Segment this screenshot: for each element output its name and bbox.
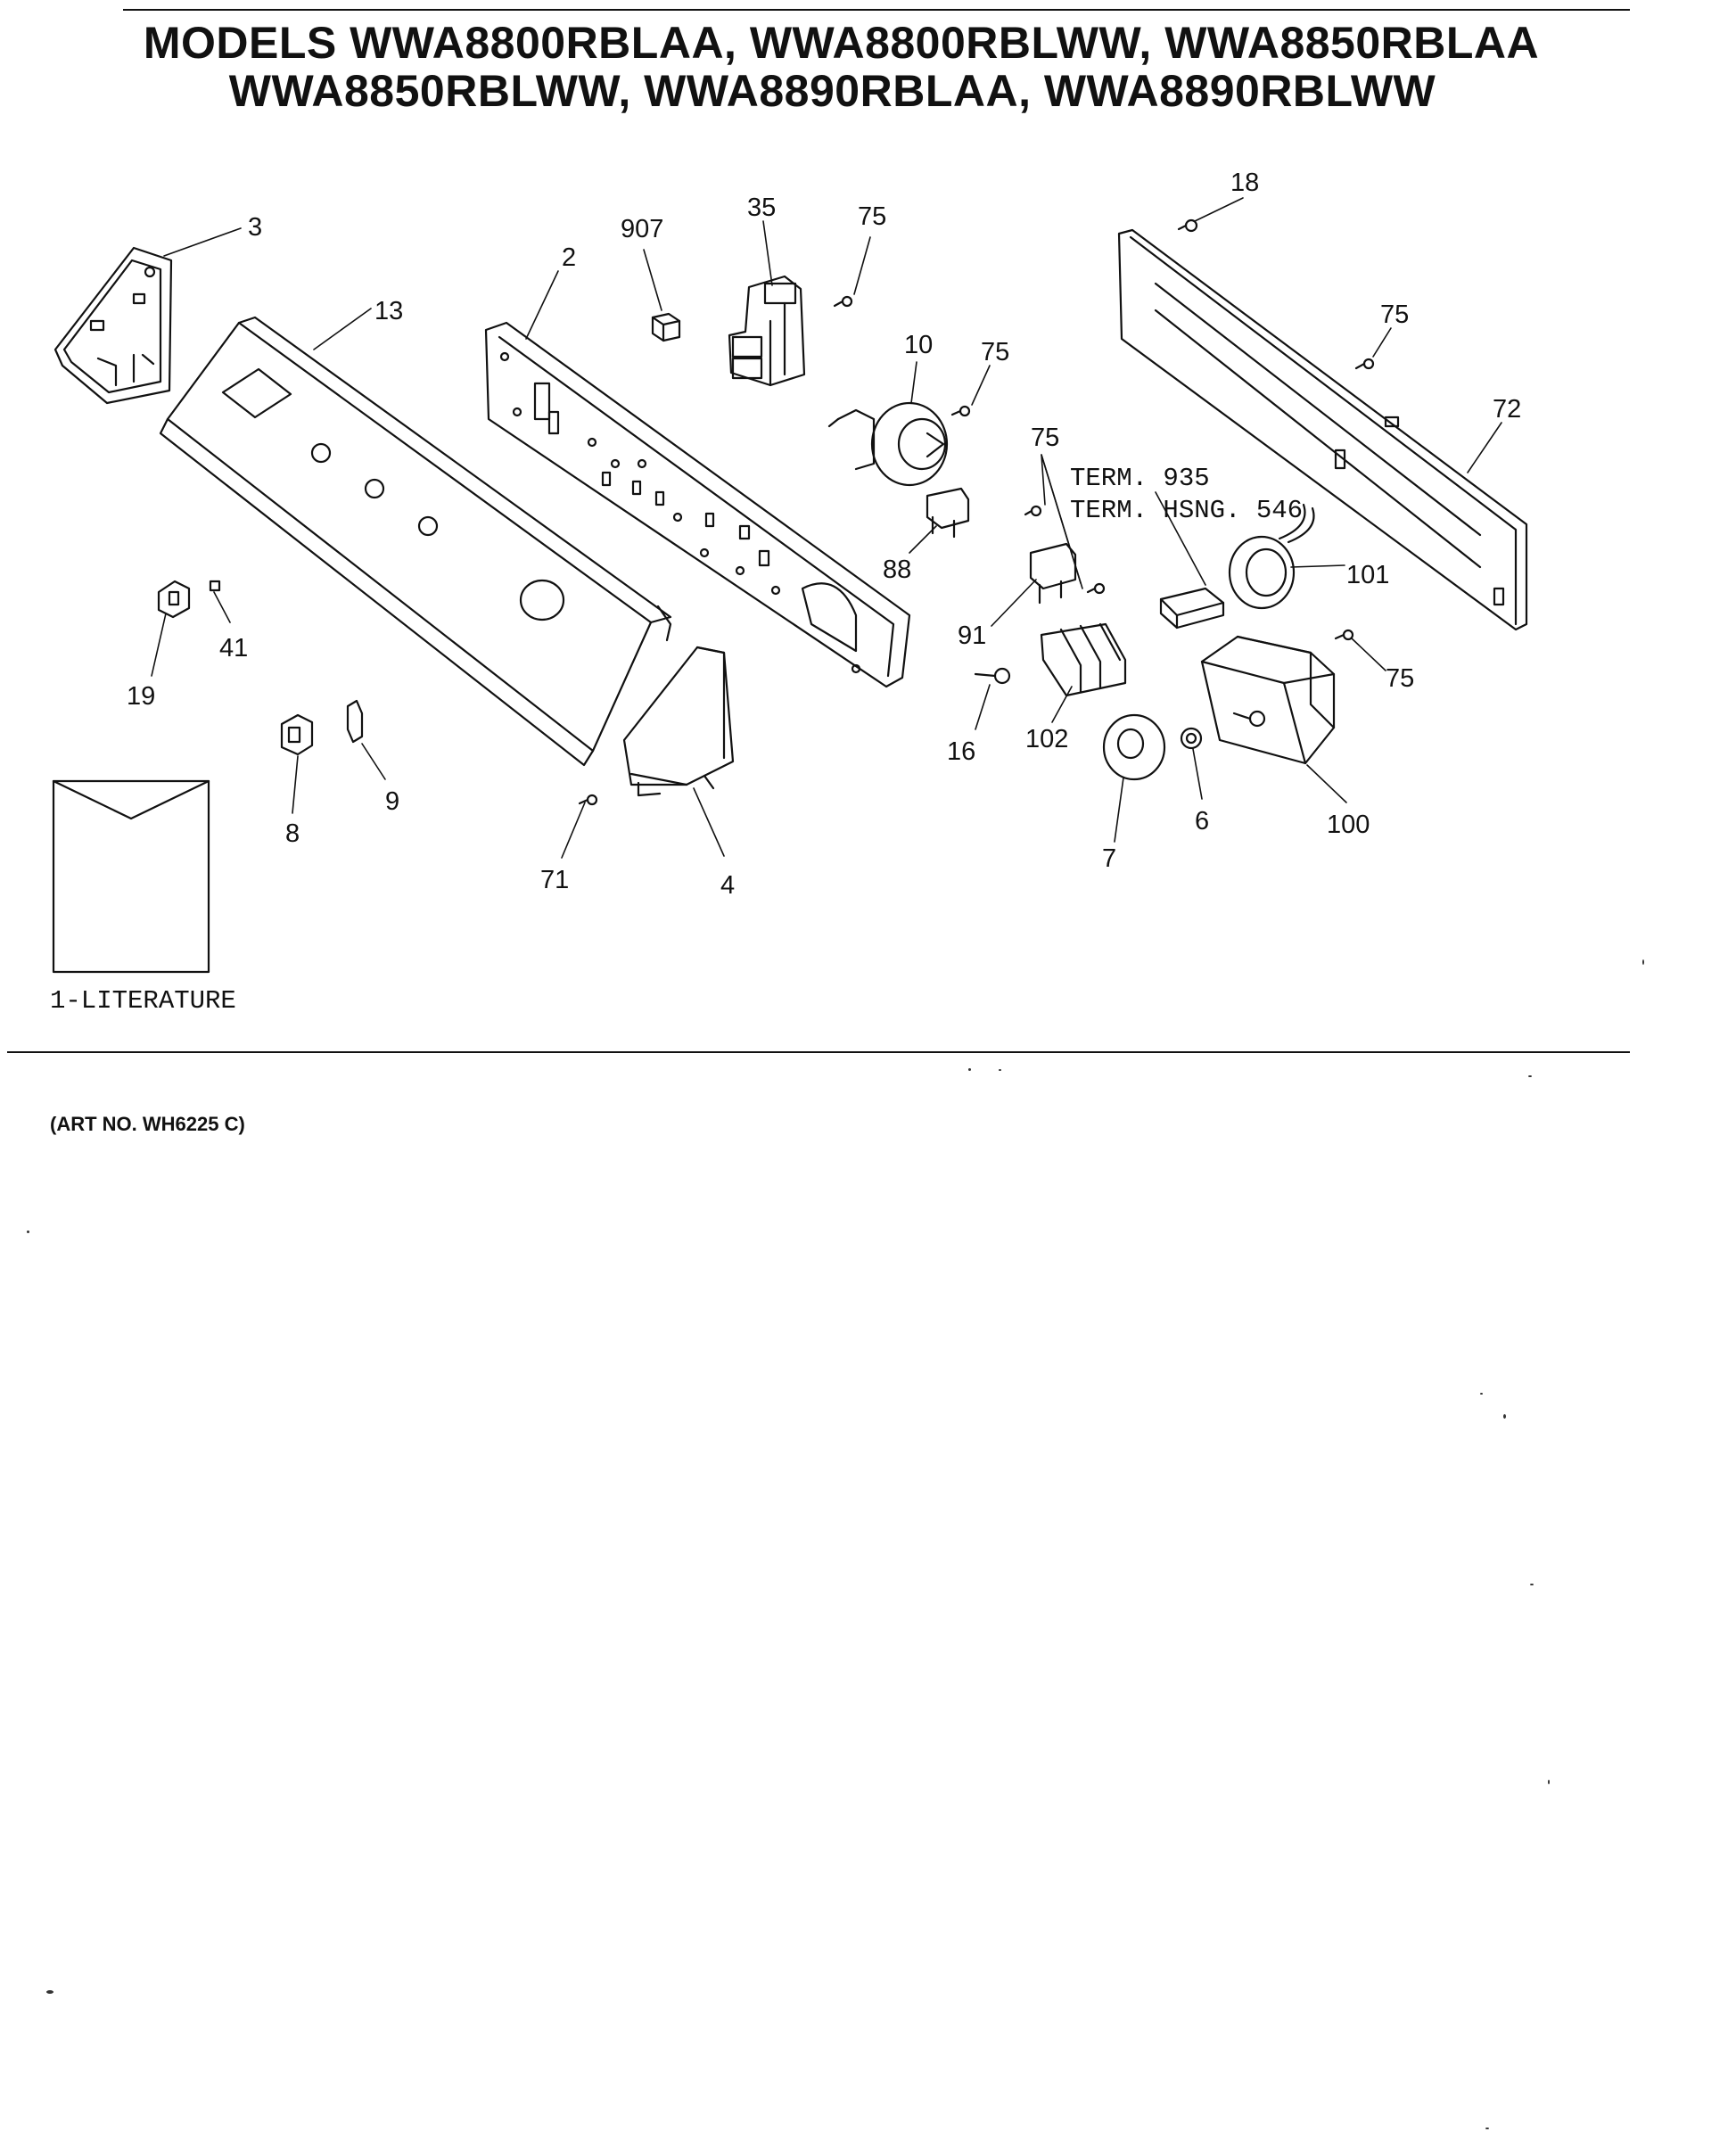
screw-75f [1334,629,1354,641]
part-100-timer [1200,635,1336,765]
part-6-nut [1180,727,1203,750]
part-8-bezel [280,713,314,756]
screw-75c [1354,358,1375,370]
callout-35: 35 [747,193,776,222]
callout-71: 71 [540,866,569,894]
scan-speck [1485,2128,1489,2129]
screw-18 [1177,218,1198,233]
title-line-2: WWA8850RBLWW, WWA8890RBLAA, WWA8890RBLWW [228,66,1436,116]
scan-speck [1528,1075,1532,1077]
part-35-switch-block [728,275,806,387]
part-2-backsplash-frame [484,321,911,688]
callout-75-c: 75 [1380,300,1409,329]
scan-speck [1530,1584,1534,1585]
label-term-hsng-546: TERM. HSNG. 546 [1070,496,1303,525]
scan-speck [1548,1780,1550,1784]
part-41-spring [209,580,221,592]
callout-88: 88 [883,556,911,584]
label-literature: 1-LITERATURE [50,986,236,1016]
part-72-rear-panel [1117,228,1528,631]
scan-speck [999,1069,1001,1071]
callout-6: 6 [1195,807,1209,835]
screw-75a [833,295,853,308]
title-line-1: MODELS WWA8800RBLAA, WWA8800RBLWW, WWA88… [143,18,1540,68]
scan-speck [968,1068,971,1071]
callout-91: 91 [958,621,986,650]
callout-13: 13 [374,297,403,325]
part-3-left-endcap [53,246,173,405]
part-101-timer-motor [1228,503,1315,610]
part-102-harness-connector [1040,622,1127,697]
callout-41: 41 [219,634,248,663]
part-13-control-panel [159,316,672,767]
top-rule [123,9,1630,11]
callout-75-a: 75 [858,202,886,231]
screw-71 [578,794,598,806]
callout-102: 102 [1025,725,1068,753]
part-19-button [157,580,191,619]
part-7-knob [1102,713,1166,781]
callout-75-d: 75 [1031,424,1059,452]
art-number: (ART NO. WH6225 C) [50,1113,245,1135]
callout-18: 18 [1230,169,1259,197]
callout-2: 2 [562,243,576,272]
label-term-935: TERM. 935 [1070,464,1210,493]
callout-3: 3 [248,213,262,242]
scan-speck [1503,1414,1506,1419]
callout-16: 16 [947,737,975,766]
part-546-terminal-housing [1159,587,1225,630]
callout-9: 9 [385,787,399,816]
bottom-rule [7,1051,1630,1053]
callout-7: 7 [1102,844,1116,873]
callout-907: 907 [621,215,663,243]
callout-75-b: 75 [981,338,1009,366]
part-907-clip [651,312,681,342]
screw-75b [950,405,971,417]
scan-speck [46,1990,53,1994]
scan-speck [1642,959,1644,965]
part-91-switch [1029,542,1077,605]
part-10-pressure-switch [827,401,949,487]
scan-speck [27,1230,29,1233]
callout-100: 100 [1327,811,1370,839]
literature-envelope [52,779,210,974]
callout-10: 10 [904,331,933,359]
screw-75d [1024,505,1042,517]
callout-4: 4 [720,871,735,900]
leader-lines [151,197,1502,859]
scan-speck [1480,1393,1483,1395]
part-4-right-endcap [622,646,735,797]
callout-8: 8 [285,819,300,848]
part-16-key [974,667,1011,685]
exploded-parts-diagram: 3 13 2 907 35 75 10 75 18 75 72 75 TERM.… [50,169,1528,1016]
callout-101: 101 [1346,561,1389,589]
part-9-clip [346,699,364,744]
callout-72: 72 [1493,395,1521,424]
callout-75-e: 75 [1386,664,1414,693]
screw-75e [1086,582,1106,595]
callout-19: 19 [127,682,155,711]
